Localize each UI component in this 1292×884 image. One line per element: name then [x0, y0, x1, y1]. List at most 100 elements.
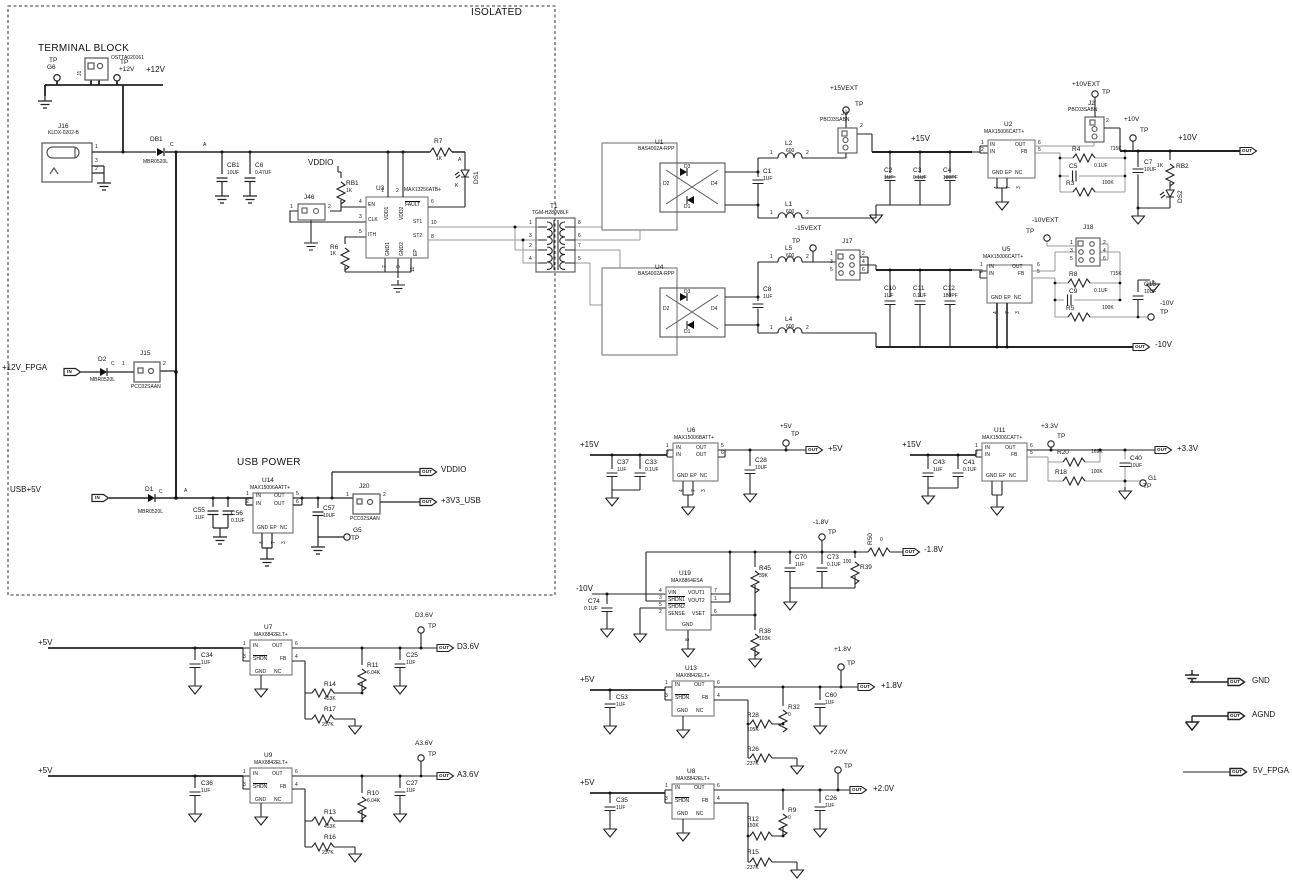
- r8-val: 715K: [1110, 271, 1122, 277]
- u14-ep: EP: [270, 525, 277, 531]
- c25-ref: C25: [406, 652, 418, 659]
- l2-pin2: 2: [806, 150, 809, 156]
- c11-val: 0.1UF: [913, 293, 927, 299]
- c43-ref: C43: [933, 459, 945, 466]
- d2-ref: D2: [98, 356, 107, 363]
- tp-g5-tp: TP: [351, 535, 360, 542]
- c74-ref: C74: [588, 598, 600, 605]
- u7-section: [48, 626, 455, 735]
- j46-ref: J46: [304, 194, 315, 201]
- usb-power-section: [91, 467, 438, 567]
- net-5v-out: +5V: [828, 444, 843, 453]
- r15-ref: R15: [747, 849, 759, 856]
- u13-pin4: 4: [717, 693, 720, 699]
- r28-ref: R28: [747, 712, 759, 719]
- u13-pin1: 1: [665, 680, 668, 686]
- r6-val: 1K: [330, 251, 337, 257]
- c73-val: 0.1UF: [827, 562, 841, 568]
- j18-header: [1075, 237, 1101, 267]
- j15-pin2: 2: [163, 361, 166, 367]
- u6-part: MAX15006BATT+: [674, 435, 715, 441]
- u19-shdn1: SHDN1: [668, 597, 685, 603]
- c34-ref: C34: [201, 652, 213, 659]
- tp-18v: TP: [847, 660, 856, 667]
- u14-out2: OUT: [274, 501, 285, 507]
- u11-pin5: 5: [1030, 450, 1033, 456]
- u6-pin7: 7: [691, 489, 697, 492]
- c10-ref: C10: [884, 285, 896, 292]
- fpga-12v-section: [63, 361, 176, 383]
- net-5v-tp-u6: +5V: [780, 423, 792, 430]
- c70-ref: C70: [795, 554, 807, 561]
- tag-out-gnd: OUT: [1230, 679, 1241, 684]
- u2-pin7: 7: [1006, 186, 1012, 189]
- tp-20v: TP: [844, 763, 853, 770]
- node-a-top: A: [203, 142, 207, 148]
- u2-pin4: 4: [994, 186, 1000, 189]
- u14-in1: IN: [256, 493, 261, 499]
- j15-header: [133, 361, 161, 383]
- u6-pin2: 2: [666, 450, 669, 456]
- r11-ref: R11: [367, 662, 379, 669]
- c56-val: 0.1UF: [231, 518, 245, 524]
- u3-pin7: 7: [382, 265, 388, 268]
- tag-out-10v: OUT: [1242, 148, 1253, 153]
- u11-part: MAX15006CATT+: [982, 435, 1023, 441]
- u6-section: [590, 439, 824, 516]
- c1-val: 1UF: [763, 176, 773, 182]
- j2-part: PBC03SABN: [1068, 107, 1098, 113]
- r15-val: 237K: [747, 865, 759, 871]
- u3-ep: EP: [413, 249, 419, 256]
- transformer-section: [428, 226, 641, 306]
- c40-val: 10UF: [1130, 463, 1143, 469]
- ds1-cathode: K: [455, 183, 459, 189]
- net-n18v-out: -1.8V: [924, 545, 944, 554]
- c57-ref: C57: [323, 505, 335, 512]
- l4-pin1: 1: [770, 325, 773, 331]
- r28-val: 105K: [747, 727, 759, 733]
- u3-pin10: 10: [431, 220, 437, 226]
- u9-in: IN: [253, 771, 258, 777]
- u3-vdd1: VDD1: [384, 206, 390, 220]
- c4-val: 180PF: [943, 175, 958, 181]
- u14-in2: IN: [256, 501, 261, 507]
- r38-ref: R38: [759, 628, 771, 635]
- u14-pin7: 7: [271, 541, 277, 544]
- u5-pin7: 7: [1005, 311, 1011, 314]
- u2-pin5: 5: [1038, 147, 1041, 153]
- j17-pin3: 3: [830, 259, 833, 265]
- c35-ref: C35: [616, 797, 628, 804]
- j16-pin3: 3: [95, 158, 98, 164]
- j16-pin1: 1: [95, 144, 98, 150]
- u6-ic-body: [672, 442, 719, 482]
- u11-out: OUT: [1005, 445, 1016, 451]
- r9-val: 0: [788, 815, 791, 821]
- c35-val: 1UF: [616, 805, 626, 811]
- u4-body: [601, 267, 678, 356]
- u19-pin5: 5: [659, 602, 662, 608]
- net-10v-tp: +10V: [1124, 116, 1140, 123]
- tag-out-20v: OUT: [852, 787, 863, 792]
- t1-pin4: 4: [529, 256, 532, 262]
- tp-12v-tp: TP: [120, 59, 129, 66]
- u9-out: OUT: [272, 771, 283, 777]
- u19-pin4: 4: [659, 588, 662, 594]
- tag-out-vddio: OUT: [422, 469, 433, 474]
- tp-10vext-tp: TP: [1102, 89, 1111, 96]
- c41-ref: C41: [963, 459, 975, 466]
- j17-pin2: 2: [862, 251, 865, 257]
- u9-ref: U9: [264, 752, 273, 759]
- c43-val: 1UF: [933, 467, 943, 473]
- r32-ref: R32: [788, 704, 800, 711]
- c3-val: 0.1UF: [913, 175, 927, 181]
- u11-ep: EP: [999, 473, 1006, 479]
- u1-body: [601, 142, 678, 231]
- j46-pin2: 2: [328, 204, 331, 210]
- c26-val: 1UF: [825, 803, 835, 809]
- cb1-val: 10UF: [227, 170, 240, 176]
- l5-ref: L5: [785, 245, 793, 252]
- r8-ref: R8: [1069, 271, 1078, 278]
- l2-ref: L2: [785, 140, 793, 147]
- t1-pin2: 2: [529, 243, 532, 249]
